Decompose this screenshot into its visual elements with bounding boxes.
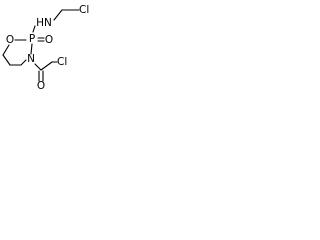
bond-n-carbonyl-c: [34, 63, 42, 71]
atom-phosphorus: P: [29, 33, 35, 45]
bond-ring-n-p: [30, 43, 33, 55]
atom-phosphoryl-oxygen: O: [45, 34, 53, 46]
atom-ring-nitrogen: N: [27, 53, 35, 65]
atom-carbonyl-oxygen: O: [37, 80, 45, 92]
atom-ring-oxygen: O: [6, 34, 14, 46]
bond-nh-ch2: [53, 9, 63, 21]
bond-ring-c3-n: [20, 59, 27, 66]
atom-chloro-ethyl: Cl: [79, 4, 89, 16]
bond-carbonyl-c-ch2: [40, 61, 53, 71]
bond-ring-c1-c2: [2, 54, 11, 66]
bond-p-nh: [32, 25, 36, 33]
atom-chloro-acetyl: Cl: [57, 56, 67, 68]
bond-ring-o-c1: [2, 44, 10, 56]
chemical-structure-diagram: O P O HN Cl N Cl O: [2, 4, 89, 92]
atom-amine-hn: HN: [36, 17, 52, 29]
